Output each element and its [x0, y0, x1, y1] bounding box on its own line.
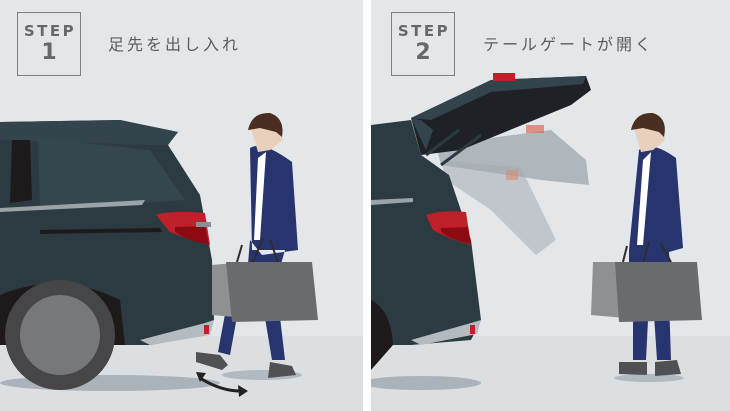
- step-caption: 足先を出し入れ: [108, 35, 242, 54]
- step-2-illustration: [371, 73, 702, 390]
- person-with-shopping-bags-icon: [196, 112, 318, 380]
- step-label: STEP: [397, 21, 451, 40]
- car-rear-icon: [0, 120, 214, 390]
- car-rear-open-tailgate-icon: [371, 73, 591, 370]
- step-label: STEP: [23, 21, 77, 40]
- step-number: 2: [415, 39, 431, 65]
- step-number: 1: [41, 39, 57, 65]
- step-1-illustration: [0, 112, 318, 397]
- step-badge: STEP 1: [17, 12, 81, 76]
- step-badge: STEP 2: [391, 12, 455, 76]
- step-2-panel: STEP 2 テールゲートが開く: [371, 0, 730, 411]
- person-with-shopping-bags-icon: [591, 112, 702, 382]
- step-caption: テールゲートが開く: [483, 35, 655, 54]
- double-arrow-icon: [196, 372, 248, 397]
- step-1-panel: STEP 1 足先を出し入れ: [0, 0, 363, 411]
